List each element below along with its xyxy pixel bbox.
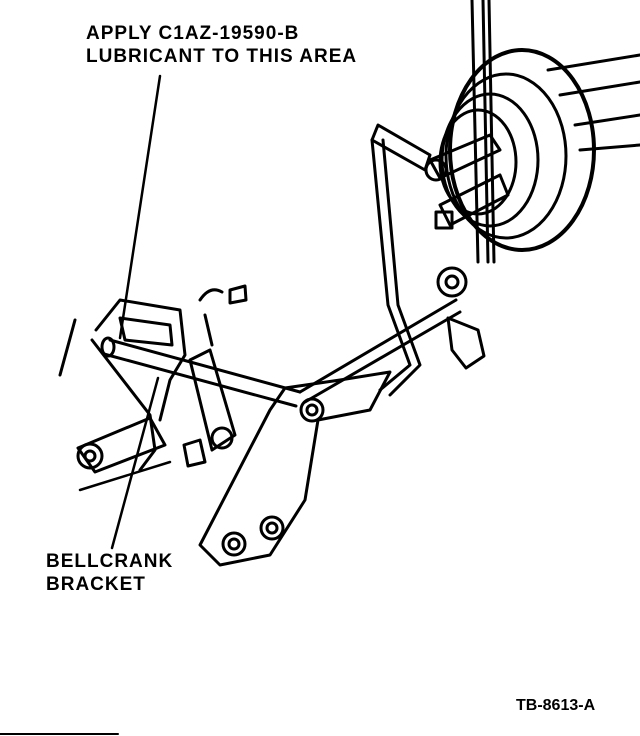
cross-shaft <box>100 336 302 408</box>
operating-rod <box>370 123 432 397</box>
lower-bracket-plate <box>198 370 392 567</box>
middle-lever <box>182 284 248 468</box>
bellcrank-bracket-callout: BELLCRANK BRACKET <box>46 550 173 596</box>
bellcrank-callout-line2: BRACKET <box>46 574 146 595</box>
bellcrank-callout-line1: BELLCRANK <box>46 551 174 572</box>
return-rod <box>298 266 486 404</box>
lubricant-callout-line1: APPLY C1AZ-19590-B <box>86 23 300 44</box>
lubricant-callout: APPLY C1AZ-19590-B LUBRICANT TO THIS ARE… <box>86 22 357 68</box>
booster-assembly <box>424 0 640 264</box>
leader-lines <box>78 74 172 550</box>
lubricant-callout-line2: LUBRICANT TO THIS AREA <box>86 46 358 67</box>
bellcrank-bracket-part <box>58 298 187 474</box>
figure-id: TB-8613-A <box>516 697 596 714</box>
